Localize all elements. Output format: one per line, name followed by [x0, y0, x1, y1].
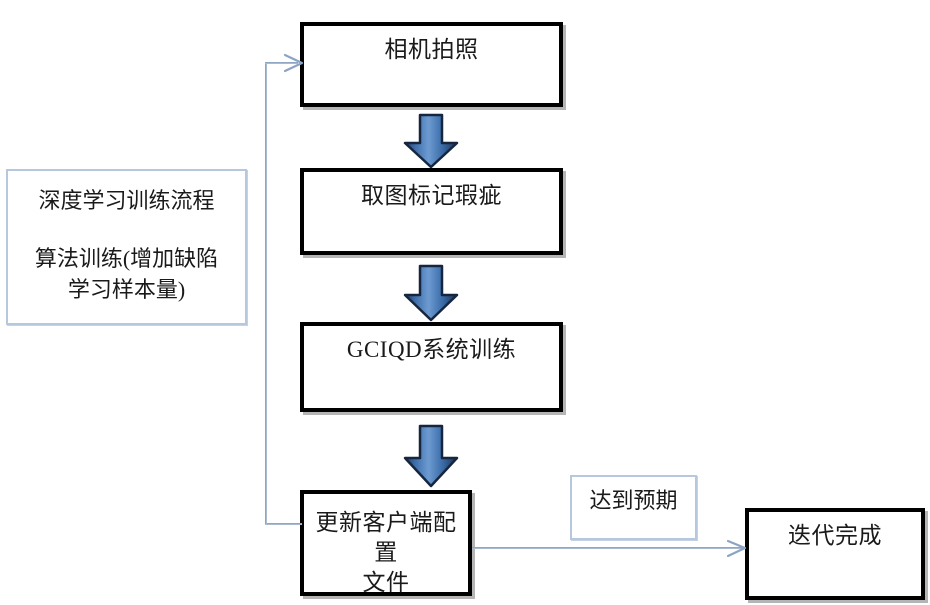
node-iteration-complete-label: 迭代完成 — [788, 523, 882, 548]
node-camera[interactable]: 相机拍照 — [300, 22, 563, 107]
feedback-connector-top-segment — [265, 62, 298, 64]
block-arrow-down-3 — [403, 424, 459, 488]
node-mark-defects-label: 取图标记瑕疵 — [361, 183, 502, 208]
note-line-detail: 算法训练(增加缺陷 学习样本量) — [34, 246, 219, 302]
node-system-training-label: GCIQD系统训练 — [346, 337, 517, 362]
block-arrow-down-1 — [403, 113, 459, 169]
node-iteration-complete[interactable]: 迭代完成 — [745, 508, 925, 600]
note-box-training-process: 深度学习训练流程 算法训练(增加缺陷 学习样本量) — [6, 169, 247, 325]
block-arrow-down-2 — [403, 264, 459, 322]
feedback-connector-arrowhead — [283, 53, 304, 73]
feedback-connector-bottom-segment — [265, 523, 302, 525]
edge-label-expected: 达到预期 — [570, 475, 697, 540]
node-mark-defects[interactable]: 取图标记瑕疵 — [300, 168, 563, 255]
success-connector-line — [472, 547, 744, 549]
node-system-training[interactable]: GCIQD系统训练 — [300, 322, 563, 412]
edge-label-expected-text: 达到预期 — [589, 488, 678, 513]
node-update-client-config[interactable]: 更新客户端配置 文件 — [300, 490, 472, 596]
success-connector-arrowhead — [726, 539, 747, 558]
node-update-client-config-label: 更新客户端配置 文件 — [315, 510, 457, 595]
note-line-title: 深度学习训练流程 — [38, 188, 215, 213]
feedback-connector-vertical-segment — [265, 63, 267, 524]
node-camera-label: 相机拍照 — [384, 37, 479, 62]
